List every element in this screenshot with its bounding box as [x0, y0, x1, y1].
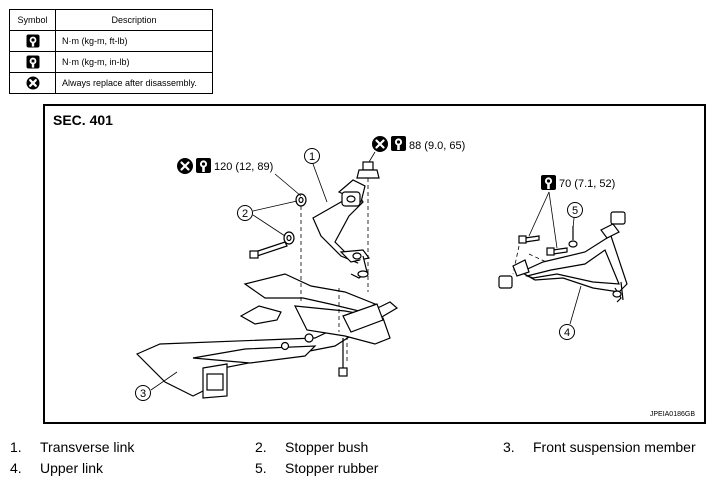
section-label: SEC. 401 — [53, 112, 113, 128]
callout-2: 2 — [237, 200, 298, 237]
torque-spec-120: 120 (12, 89) — [177, 158, 302, 197]
legend-description: N·m (kg-m, in-lb) — [55, 51, 213, 73]
legend-header-row: Symbol Description — [9, 9, 213, 31]
exploded-view-figure: SEC. 401 — [43, 104, 706, 424]
callout-4: 4 — [559, 285, 582, 340]
torque-spec-88: 88 (9.0, 65) — [368, 136, 465, 163]
transverse-link-drawing — [312, 179, 371, 279]
torque-wrench-icon — [196, 158, 211, 173]
torque-wrench-icon — [26, 34, 39, 48]
torque-value-70: 70 (7.1, 52) — [559, 178, 615, 190]
torque-value-88: 88 (9.0, 65) — [409, 140, 465, 152]
legend-row: N·m (kg-m, ft-lb) — [9, 30, 213, 52]
torque-wrench-inlb-icon — [26, 55, 39, 69]
callout-3: 3 — [135, 371, 178, 401]
legend-row: Always replace after disassembly. — [9, 72, 213, 94]
callout-5: 5 — [567, 202, 583, 229]
legend-header-symbol: Symbol — [9, 9, 56, 31]
suspension-diagram: SEC. 401 — [53, 112, 695, 418]
upper-link-bolts-drawing — [518, 226, 578, 256]
torque-wrench-icon — [391, 136, 406, 151]
callout-number: 3 — [140, 388, 146, 400]
callout-number: 2 — [242, 208, 248, 220]
legend-row: N·m (kg-m, in-lb) — [9, 51, 213, 73]
symbol-legend-table: Symbol Description N·m (kg-m, ft-lb) N·m… — [9, 9, 213, 94]
callout-number: 1 — [309, 151, 315, 163]
figure-code: JPEIA0186GB — [650, 411, 695, 418]
legend-header-description: Description — [55, 9, 213, 31]
legend-description: Always replace after disassembly. — [55, 72, 213, 94]
legend-description: N·m (kg-m, ft-lb) — [55, 30, 213, 52]
always-replace-icon — [26, 76, 39, 90]
stopper-bush-drawing — [249, 161, 380, 259]
upper-link-drawing — [498, 211, 628, 303]
torque-value-120: 120 (12, 89) — [214, 161, 273, 173]
torque-spec-70: 70 (7.1, 52) — [528, 175, 615, 249]
callout-number: 4 — [564, 327, 570, 339]
callout-number: 5 — [572, 205, 578, 217]
callout-1: 1 — [304, 148, 328, 203]
front-suspension-member-drawing — [135, 273, 399, 399]
torque-wrench-icon — [541, 175, 556, 190]
lower-bolt-drawing — [338, 338, 348, 377]
